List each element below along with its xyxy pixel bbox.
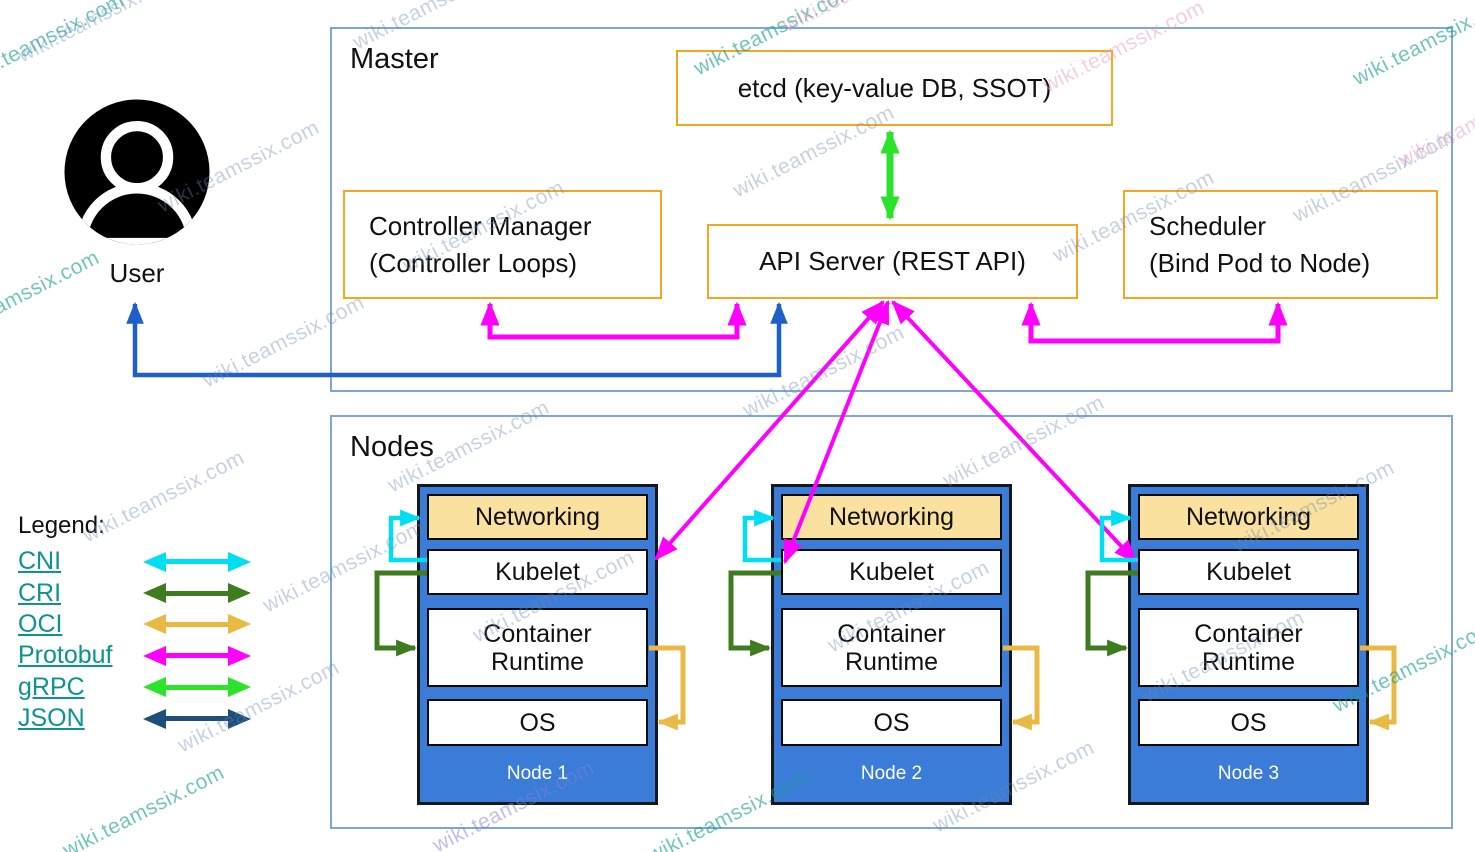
cni-arrow-icon — [143, 551, 251, 572]
node-3-kubelet-layer: Kubelet — [1138, 549, 1359, 595]
legend-row-json: JSON — [18, 703, 298, 734]
grpc-arrow-icon — [143, 677, 251, 698]
protobuf-arrow-icon — [143, 645, 251, 666]
node-1-container-runtime-layer: Container Runtime — [427, 608, 648, 687]
node-2-container-runtime-layer: Container Runtime — [781, 608, 1002, 687]
legend-row-cri: CRI — [18, 577, 298, 608]
legend-row-oci: OCI — [18, 609, 298, 640]
scheduler-box: Scheduler (Bind Pod to Node) — [1123, 190, 1438, 299]
legend: Legend: CNI CRI OCI Protobuf gRPC JSON — [18, 512, 298, 734]
etcd-box: etcd (key-value DB, SSOT) — [676, 50, 1113, 126]
node-3-os-layer: OS — [1138, 699, 1359, 746]
node-1-os-layer: OS — [427, 699, 648, 746]
legend-link-grpc[interactable]: gRPC — [18, 672, 85, 701]
controller-manager-label-line2: (Controller Loops) — [369, 247, 578, 278]
node-2-networking-layer: Networking — [781, 494, 1002, 540]
legend-title: Legend: — [18, 512, 105, 539]
node-1-networking-layer: Networking — [427, 494, 648, 540]
legend-row-protobuf: Protobuf — [18, 640, 298, 671]
node-1: Networking Kubelet Container Runtime OS … — [417, 484, 658, 805]
node-1-kubelet-layer: Kubelet — [427, 549, 648, 595]
node-3-networking-layer: Networking — [1138, 494, 1359, 540]
watermark: wiki.teamssix.com — [59, 760, 229, 852]
node-3-container-runtime-layer: Container Runtime — [1138, 608, 1359, 687]
legend-link-json[interactable]: JSON — [18, 704, 85, 733]
controller-manager-box: Controller Manager (Controller Loops) — [343, 190, 662, 299]
node-2: Networking Kubelet Container Runtime OS … — [771, 484, 1012, 805]
node-2-kubelet-layer: Kubelet — [781, 549, 1002, 595]
node-1-name: Node 1 — [506, 763, 569, 784]
node-3: Networking Kubelet Container Runtime OS … — [1128, 484, 1369, 805]
oci-arrow-icon — [143, 614, 251, 635]
api-server-label: API Server (REST API) — [759, 246, 1026, 276]
watermark: wiki.teamssix.com — [14, 0, 184, 68]
node-3-name: Node 3 — [1217, 763, 1280, 784]
user-label: User — [109, 258, 165, 288]
cri-arrow-icon — [143, 583, 251, 604]
legend-link-protobuf[interactable]: Protobuf — [18, 641, 113, 670]
json-arrow-icon — [143, 708, 251, 729]
node-2-name: Node 2 — [860, 763, 923, 784]
watermark: wiki.teamssix.com — [0, 0, 129, 91]
legend-link-oci[interactable]: OCI — [18, 609, 63, 638]
controller-manager-label-line1: Controller Manager — [369, 210, 592, 241]
api-server-box: API Server (REST API) — [707, 224, 1078, 299]
master-title: Master — [350, 43, 439, 75]
nodes-title: Nodes — [350, 431, 434, 463]
legend-row-grpc: gRPC — [18, 672, 298, 703]
etcd-label: etcd (key-value DB, SSOT) — [737, 72, 1052, 103]
scheduler-label-line1: Scheduler — [1149, 210, 1267, 241]
node-2-os-layer: OS — [781, 699, 1002, 746]
legend-link-cri[interactable]: CRI — [18, 578, 62, 607]
legend-row-cni: CNI — [18, 546, 298, 577]
scheduler-label-line2: (Bind Pod to Node) — [1149, 247, 1371, 278]
user-avatar-icon — [64, 99, 210, 245]
legend-link-cni[interactable]: CNI — [18, 547, 62, 576]
